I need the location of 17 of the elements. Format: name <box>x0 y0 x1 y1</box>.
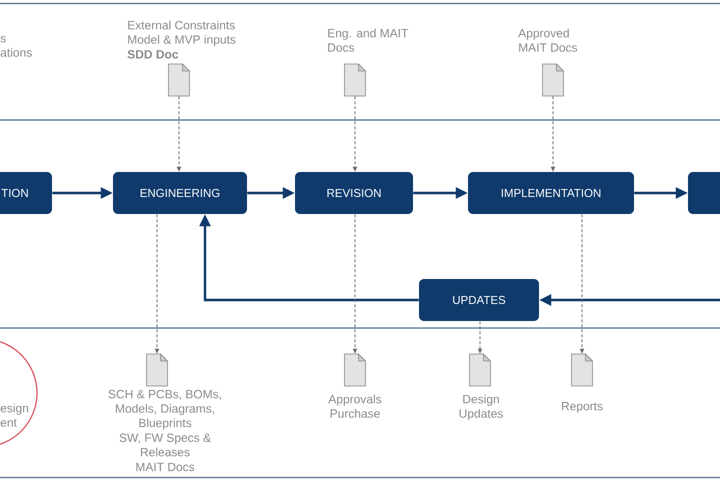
process-box: UPDATES <box>419 279 539 321</box>
document-caption: SW, FW Specs & Releases <box>120 434 211 456</box>
document-caption: Design Updates <box>460 394 503 420</box>
process-box: TION <box>0 172 52 214</box>
process-box <box>688 172 720 214</box>
document-caption: Approvals Purchase <box>328 394 382 418</box>
document-caption: Approved MAIT Docs <box>518 28 578 52</box>
text-label: s ations <box>0 36 32 57</box>
process-box: REVISION <box>295 172 413 214</box>
document-caption: SCH & PCBs, BOMs, Models, Diagrams, Blueprints <box>108 390 221 430</box>
document-caption: Reports <box>562 402 603 413</box>
document-caption: MAIT Docs <box>136 462 194 472</box>
document-caption: SDD Doc <box>128 50 178 59</box>
document-caption: External Constraints Model & MVP inputs <box>128 20 236 46</box>
document-caption: Eng. and MAIT Docs <box>328 28 408 52</box>
process-box: ENGINEERING <box>113 172 247 214</box>
process-box: IMPLEMENTATION <box>468 172 634 214</box>
